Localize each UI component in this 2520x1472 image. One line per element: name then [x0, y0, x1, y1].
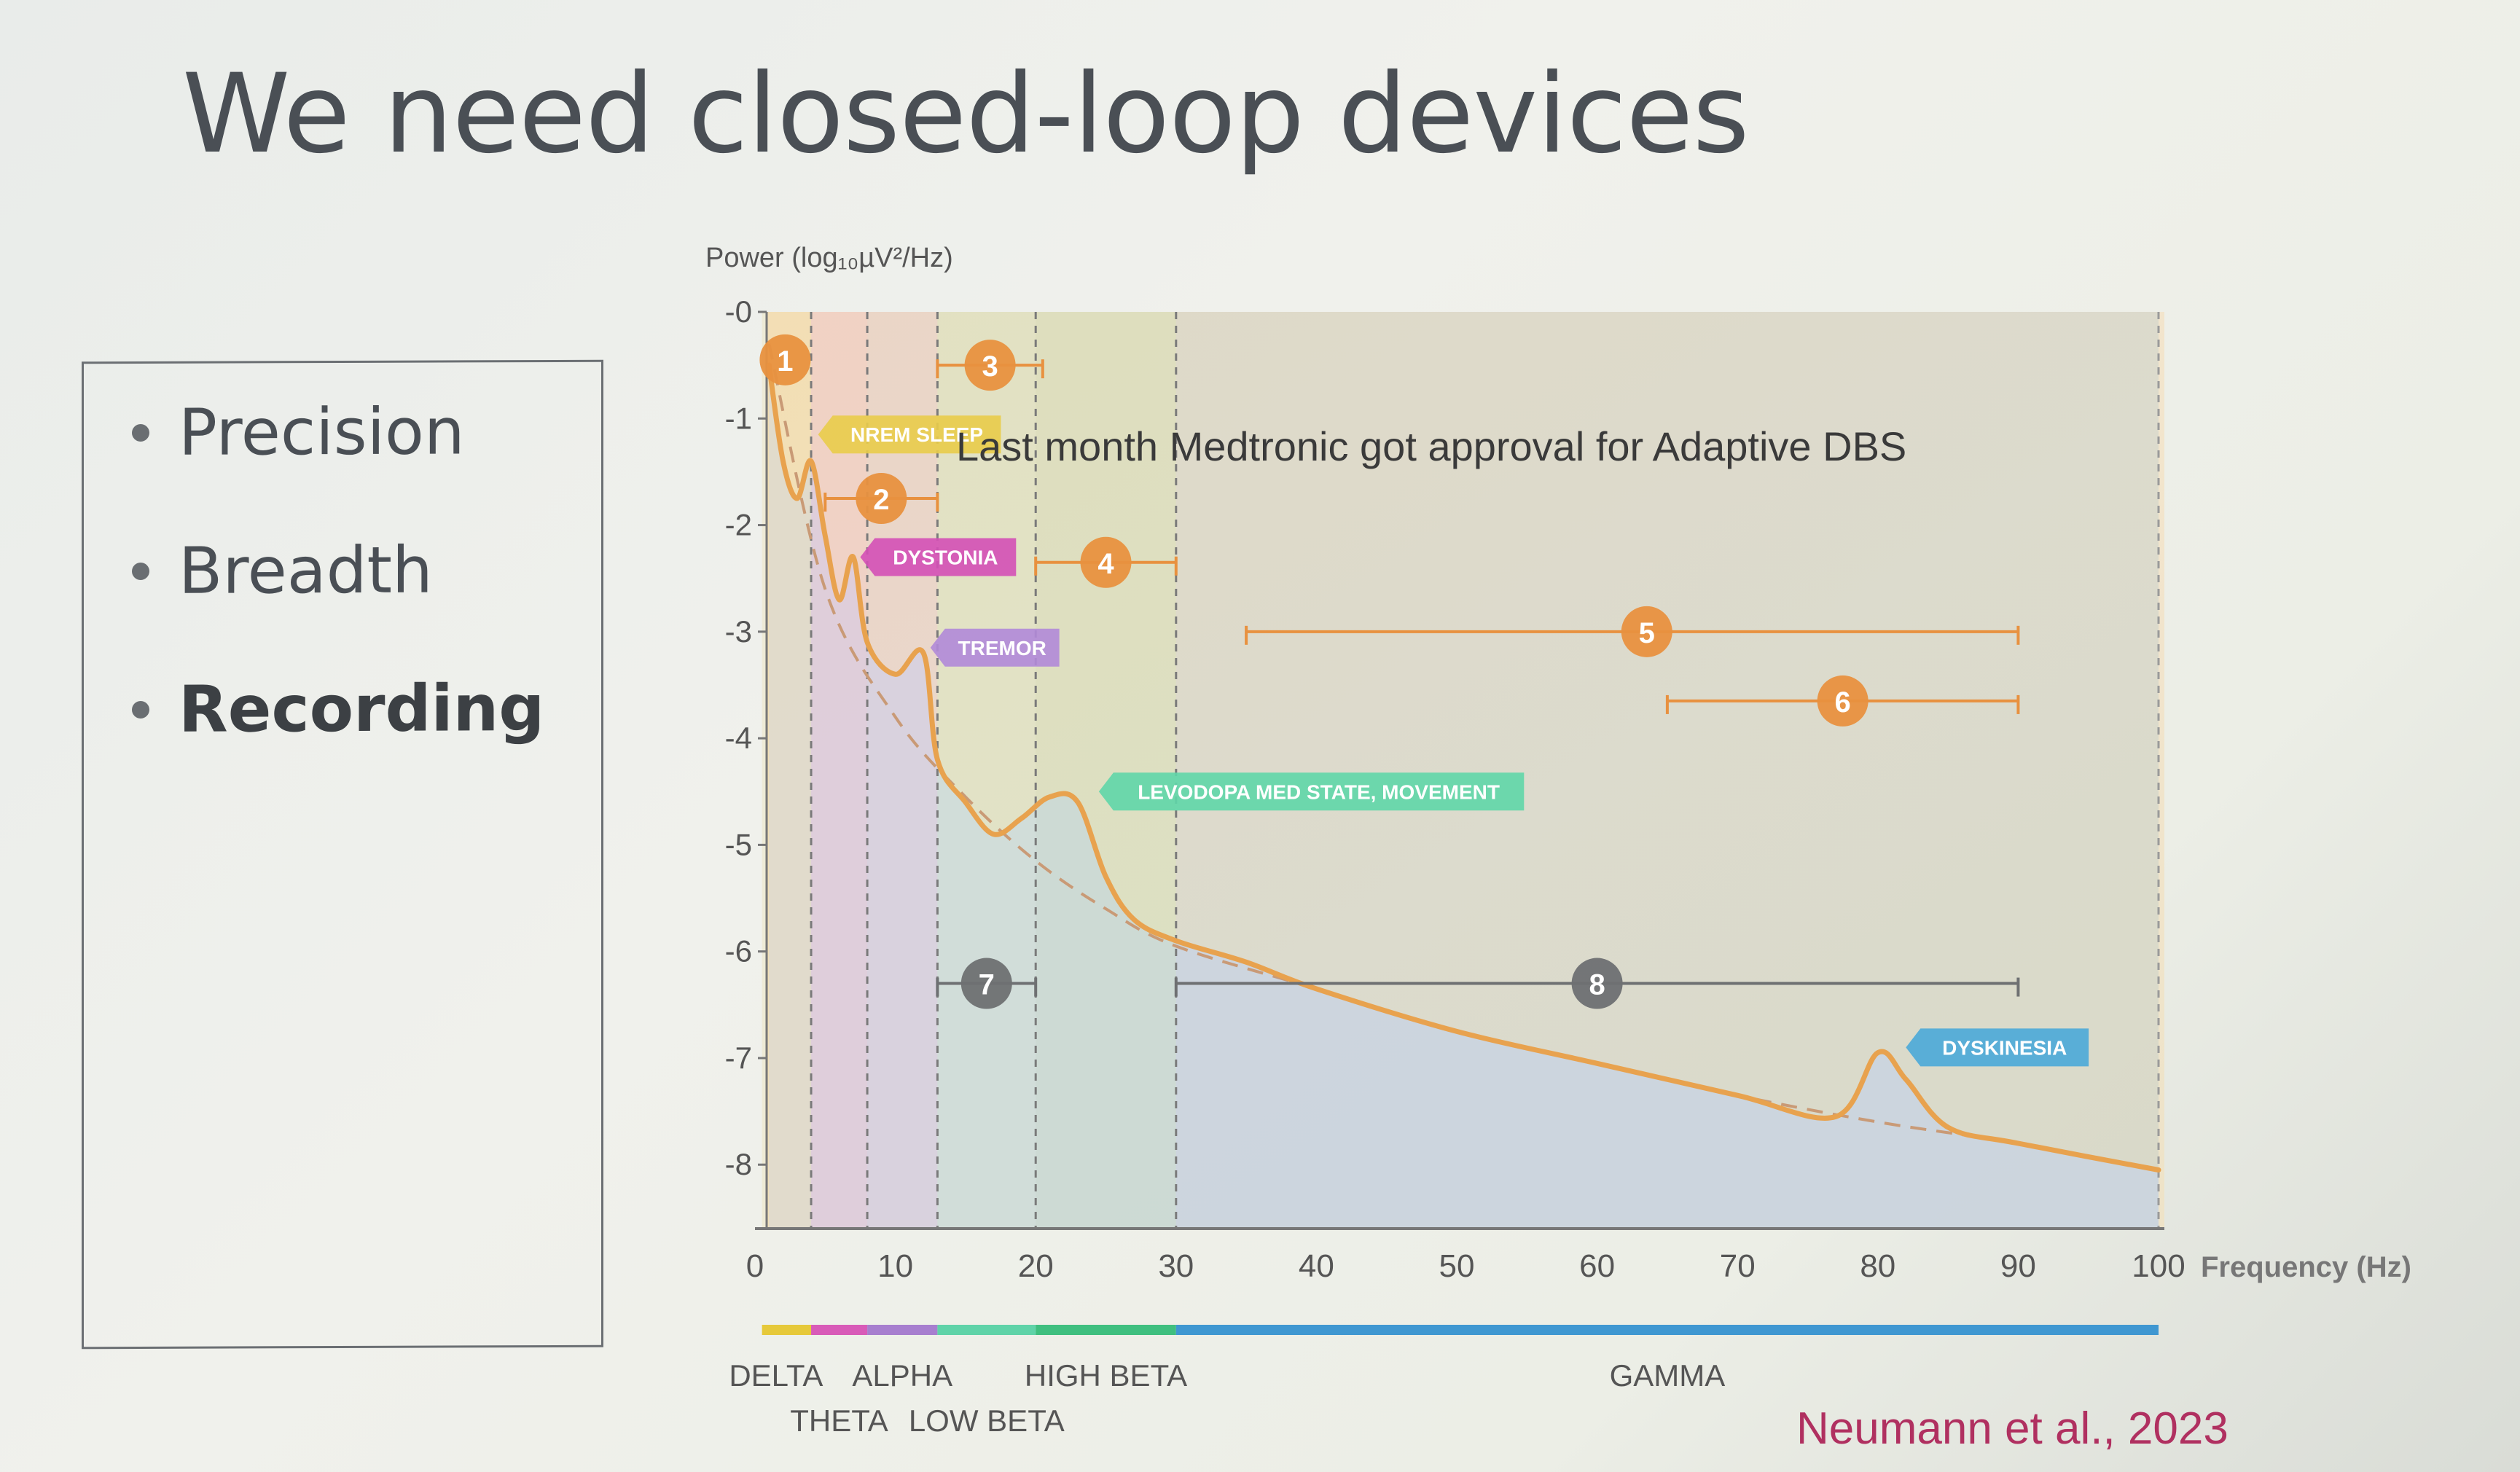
y-tick-label: -2	[725, 508, 752, 542]
range-badge-number: 4	[1097, 548, 1114, 580]
range-badge	[1571, 958, 1623, 1009]
y-tick-label: -7	[725, 1041, 752, 1075]
y-axis-label: Power (log₁₀µV²/Hz)	[705, 243, 953, 273]
range-badge	[1080, 536, 1132, 588]
band-shade	[867, 312, 938, 1229]
band-bar	[762, 1325, 812, 1335]
slide-title: We need closed-loop devices	[182, 51, 1750, 178]
x-tick-label: 50	[1439, 1248, 1475, 1284]
peak-label-text: DYSKINESIA	[1942, 1036, 2067, 1059]
peak-label-tag	[1906, 1028, 2089, 1067]
range-badge	[759, 334, 811, 385]
citation: Neumann et al., 2023	[1796, 1404, 2229, 1454]
band-bar	[867, 1325, 938, 1335]
band-bar	[811, 1325, 868, 1335]
peak-label-text: NREM SLEEP	[850, 423, 983, 446]
range-annotations: 1 2 3 4 5 6 7 8	[759, 334, 2020, 1009]
band-shade	[762, 312, 812, 1229]
range-badge-number: 8	[1589, 969, 1605, 1001]
range-badge	[856, 472, 907, 524]
x-tick-label: 70	[1720, 1248, 1756, 1284]
band-shade	[937, 312, 1036, 1229]
y-tick-label: -6	[725, 934, 752, 968]
y-tick-label: -5	[725, 827, 752, 861]
range-badge-number: 2	[873, 484, 889, 516]
curve-underfill	[769, 365, 2159, 1229]
band-shade	[1036, 312, 1176, 1229]
peak-label-tag	[860, 538, 1017, 576]
x-tick-label: 10	[877, 1248, 913, 1284]
band-labels: DELTA THETA ALPHA LOW BETA HIGH BETA GAMMA	[729, 1358, 1725, 1438]
peak-label-text: DYSTONIA	[893, 546, 998, 568]
x-axis-label: Frequency (Hz)	[2201, 1251, 2411, 1283]
band-label: THETA	[790, 1404, 888, 1438]
band-label: ALPHA	[852, 1358, 952, 1393]
band-shades	[762, 312, 2159, 1229]
range-badge	[1817, 675, 1869, 727]
x-tick-label: 100	[2132, 1248, 2185, 1284]
band-label: HIGH BETA	[1025, 1358, 1187, 1393]
psd-curve	[766, 362, 2161, 1172]
x-tick-label: 60	[1579, 1248, 1615, 1284]
range-badge	[1621, 606, 1672, 657]
x-ticks: 0 10 20 30 40 50 60 70 80 90 100	[746, 1248, 2186, 1284]
x-tick-label: 30	[1158, 1248, 1194, 1284]
x-tick-label: 0	[746, 1248, 764, 1284]
peak-label-tag	[1098, 772, 1525, 811]
range-badge-number: 6	[1835, 686, 1851, 719]
x-tick-label: 90	[2000, 1248, 2036, 1284]
band-bar	[937, 1325, 1036, 1335]
y-tick-label: -3	[725, 614, 752, 649]
y-tick-label: -0	[725, 294, 752, 329]
peak-labels: NREM SLEEP DYSTONIA TREMOR LEVODOPA MED STA…	[818, 415, 2089, 1067]
range-badge-number: 3	[982, 351, 998, 383]
overlay-text: Last month Medtronic got approval for Ad…	[956, 423, 1906, 469]
range-badge	[960, 958, 1012, 1009]
x-tick-label: 20	[1018, 1248, 1054, 1284]
range-badge-number: 7	[979, 969, 995, 1001]
band-shade	[1175, 312, 2159, 1229]
band-label: DELTA	[729, 1358, 823, 1393]
x-tick-label: 80	[1860, 1248, 1895, 1284]
band-shade	[811, 312, 868, 1229]
range-badge	[964, 340, 1016, 391]
range-badge-number: 1	[777, 345, 793, 377]
peak-label-tag	[818, 415, 1001, 454]
range-badge-number: 5	[1639, 617, 1655, 649]
y-tick-label: -1	[725, 401, 752, 435]
band-bar	[1175, 1325, 2159, 1335]
band-color-bars	[762, 1325, 2159, 1335]
x-tick-label: 40	[1299, 1248, 1334, 1284]
band-label: LOW BETA	[909, 1404, 1065, 1438]
y-ticks: -0 -1 -2 -3 -4 -5 -6 -7 -8	[725, 294, 767, 1181]
peak-label-tag	[930, 628, 1060, 667]
peak-label-text: LEVODOPA MED STATE, MOVEMENT	[1138, 780, 1500, 803]
peak-label-text: TREMOR	[958, 637, 1046, 659]
band-bar	[1036, 1325, 1176, 1335]
y-tick-label: -4	[725, 721, 752, 755]
y-tick-label: -8	[725, 1147, 752, 1181]
band-label: GAMMA	[1610, 1358, 1726, 1393]
